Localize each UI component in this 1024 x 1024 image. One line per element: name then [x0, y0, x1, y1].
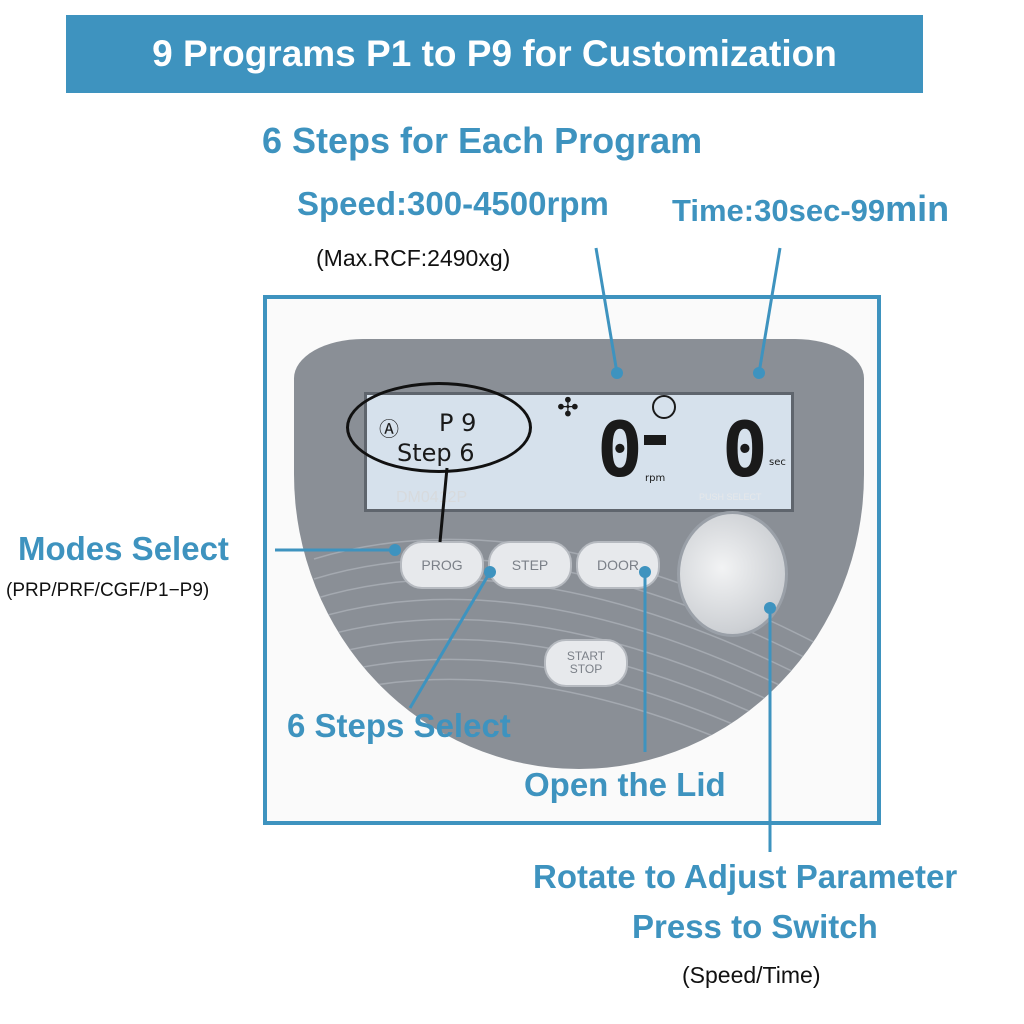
prog-callout-dot [389, 544, 401, 556]
lcd-time-value: 0 [722, 405, 768, 494]
time-label-main: Time:30sec-99 [672, 193, 886, 228]
start-label: START [566, 649, 606, 663]
modes-list-label: (PRP/PRF/CGF/P1−P9) [6, 580, 210, 601]
speed-time-label: (Speed/Time) [682, 962, 821, 988]
status-bar-icon [644, 435, 666, 445]
model-label: DM0412P [396, 489, 468, 506]
open-lid-label: Open the Lid [524, 766, 726, 803]
lcd-speed-value: 0 [597, 405, 643, 494]
prog-button[interactable]: PROG [400, 541, 484, 589]
knob-callout-dot [764, 602, 776, 614]
press-label: Press to Switch [632, 908, 878, 945]
speed-callout-dot [611, 367, 623, 379]
lcd-time-unit: sec [769, 457, 786, 468]
stop-label: STOP [569, 662, 603, 676]
rcf-label: (Max.RCF:2490xg) [316, 245, 511, 271]
time-label-unit: min [885, 188, 950, 229]
speed-label: Speed:300-4500rpm [297, 185, 609, 222]
step-button[interactable]: STEP [488, 541, 572, 589]
push-select-label: PUSH SELECT [699, 492, 762, 502]
start-stop-button[interactable]: START STOP [544, 639, 628, 687]
fan-icon: ✣ [557, 393, 579, 423]
device-frame: Ⓐ P 9 Step 6 ✣ 0 rpm 0 sec DM0412P PUSH … [263, 295, 881, 825]
banner-text: 9 Programs P1 to P9 for Customization [152, 33, 837, 74]
time-label: Time:30sec-99min [672, 188, 949, 230]
modes-select-label: Modes Select [18, 530, 229, 567]
subtitle: 6 Steps for Each Program [262, 120, 703, 161]
lcd-speed-unit: rpm [645, 473, 666, 484]
clock-icon [652, 395, 676, 419]
door-callout-dot [639, 566, 651, 578]
title-banner: 9 Programs P1 to P9 for Customization [66, 15, 923, 93]
steps-select-label: 6 Steps Select [287, 707, 511, 744]
highlight-ellipse [346, 382, 532, 473]
rotate-label: Rotate to Adjust Parameter [533, 858, 958, 895]
time-callout-dot [753, 367, 765, 379]
step-callout-dot [484, 566, 496, 578]
